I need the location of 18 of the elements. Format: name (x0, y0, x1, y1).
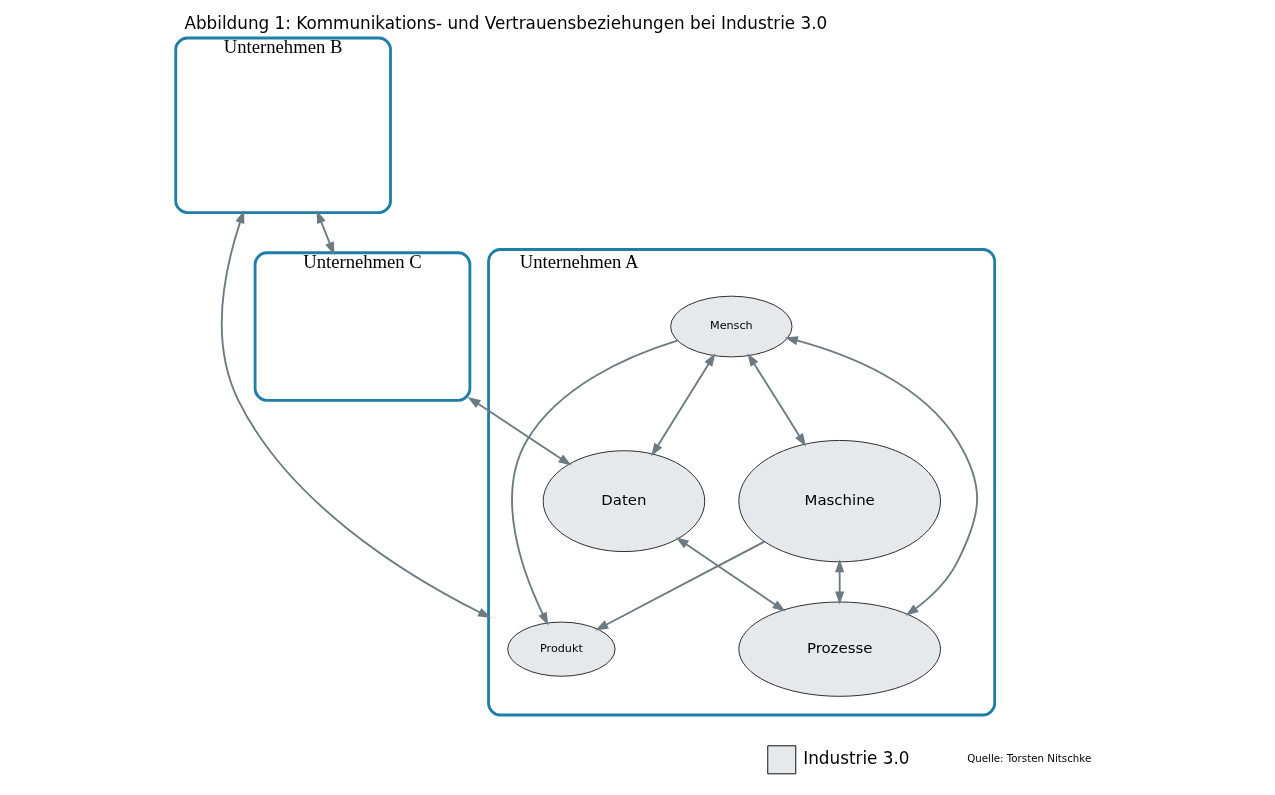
arrow (595, 540, 766, 631)
arrow (316, 210, 335, 256)
arrow (747, 353, 806, 447)
arrow (511, 339, 679, 626)
caption: Quelle: Torsten Nitschke (967, 752, 1092, 765)
diagram-title: Abbildung 1: Kommunikations- und Vertrauensbeziehungen bei Industrie 3.0 (184, 13, 828, 34)
arrow (651, 353, 716, 457)
legend-label: Industrie 3.0 (803, 747, 910, 768)
arrow (784, 336, 979, 616)
arrow (835, 559, 845, 605)
arrow (467, 396, 572, 466)
node-box: Unternehmen C (253, 251, 472, 402)
node-ellipse: Mensch (670, 295, 793, 358)
arrow (675, 537, 786, 612)
node-ellipse: Maschine (738, 440, 941, 563)
node-ellipse: Daten (542, 450, 706, 553)
arrow (221, 210, 492, 618)
node-box: Unternehmen B (174, 36, 392, 214)
